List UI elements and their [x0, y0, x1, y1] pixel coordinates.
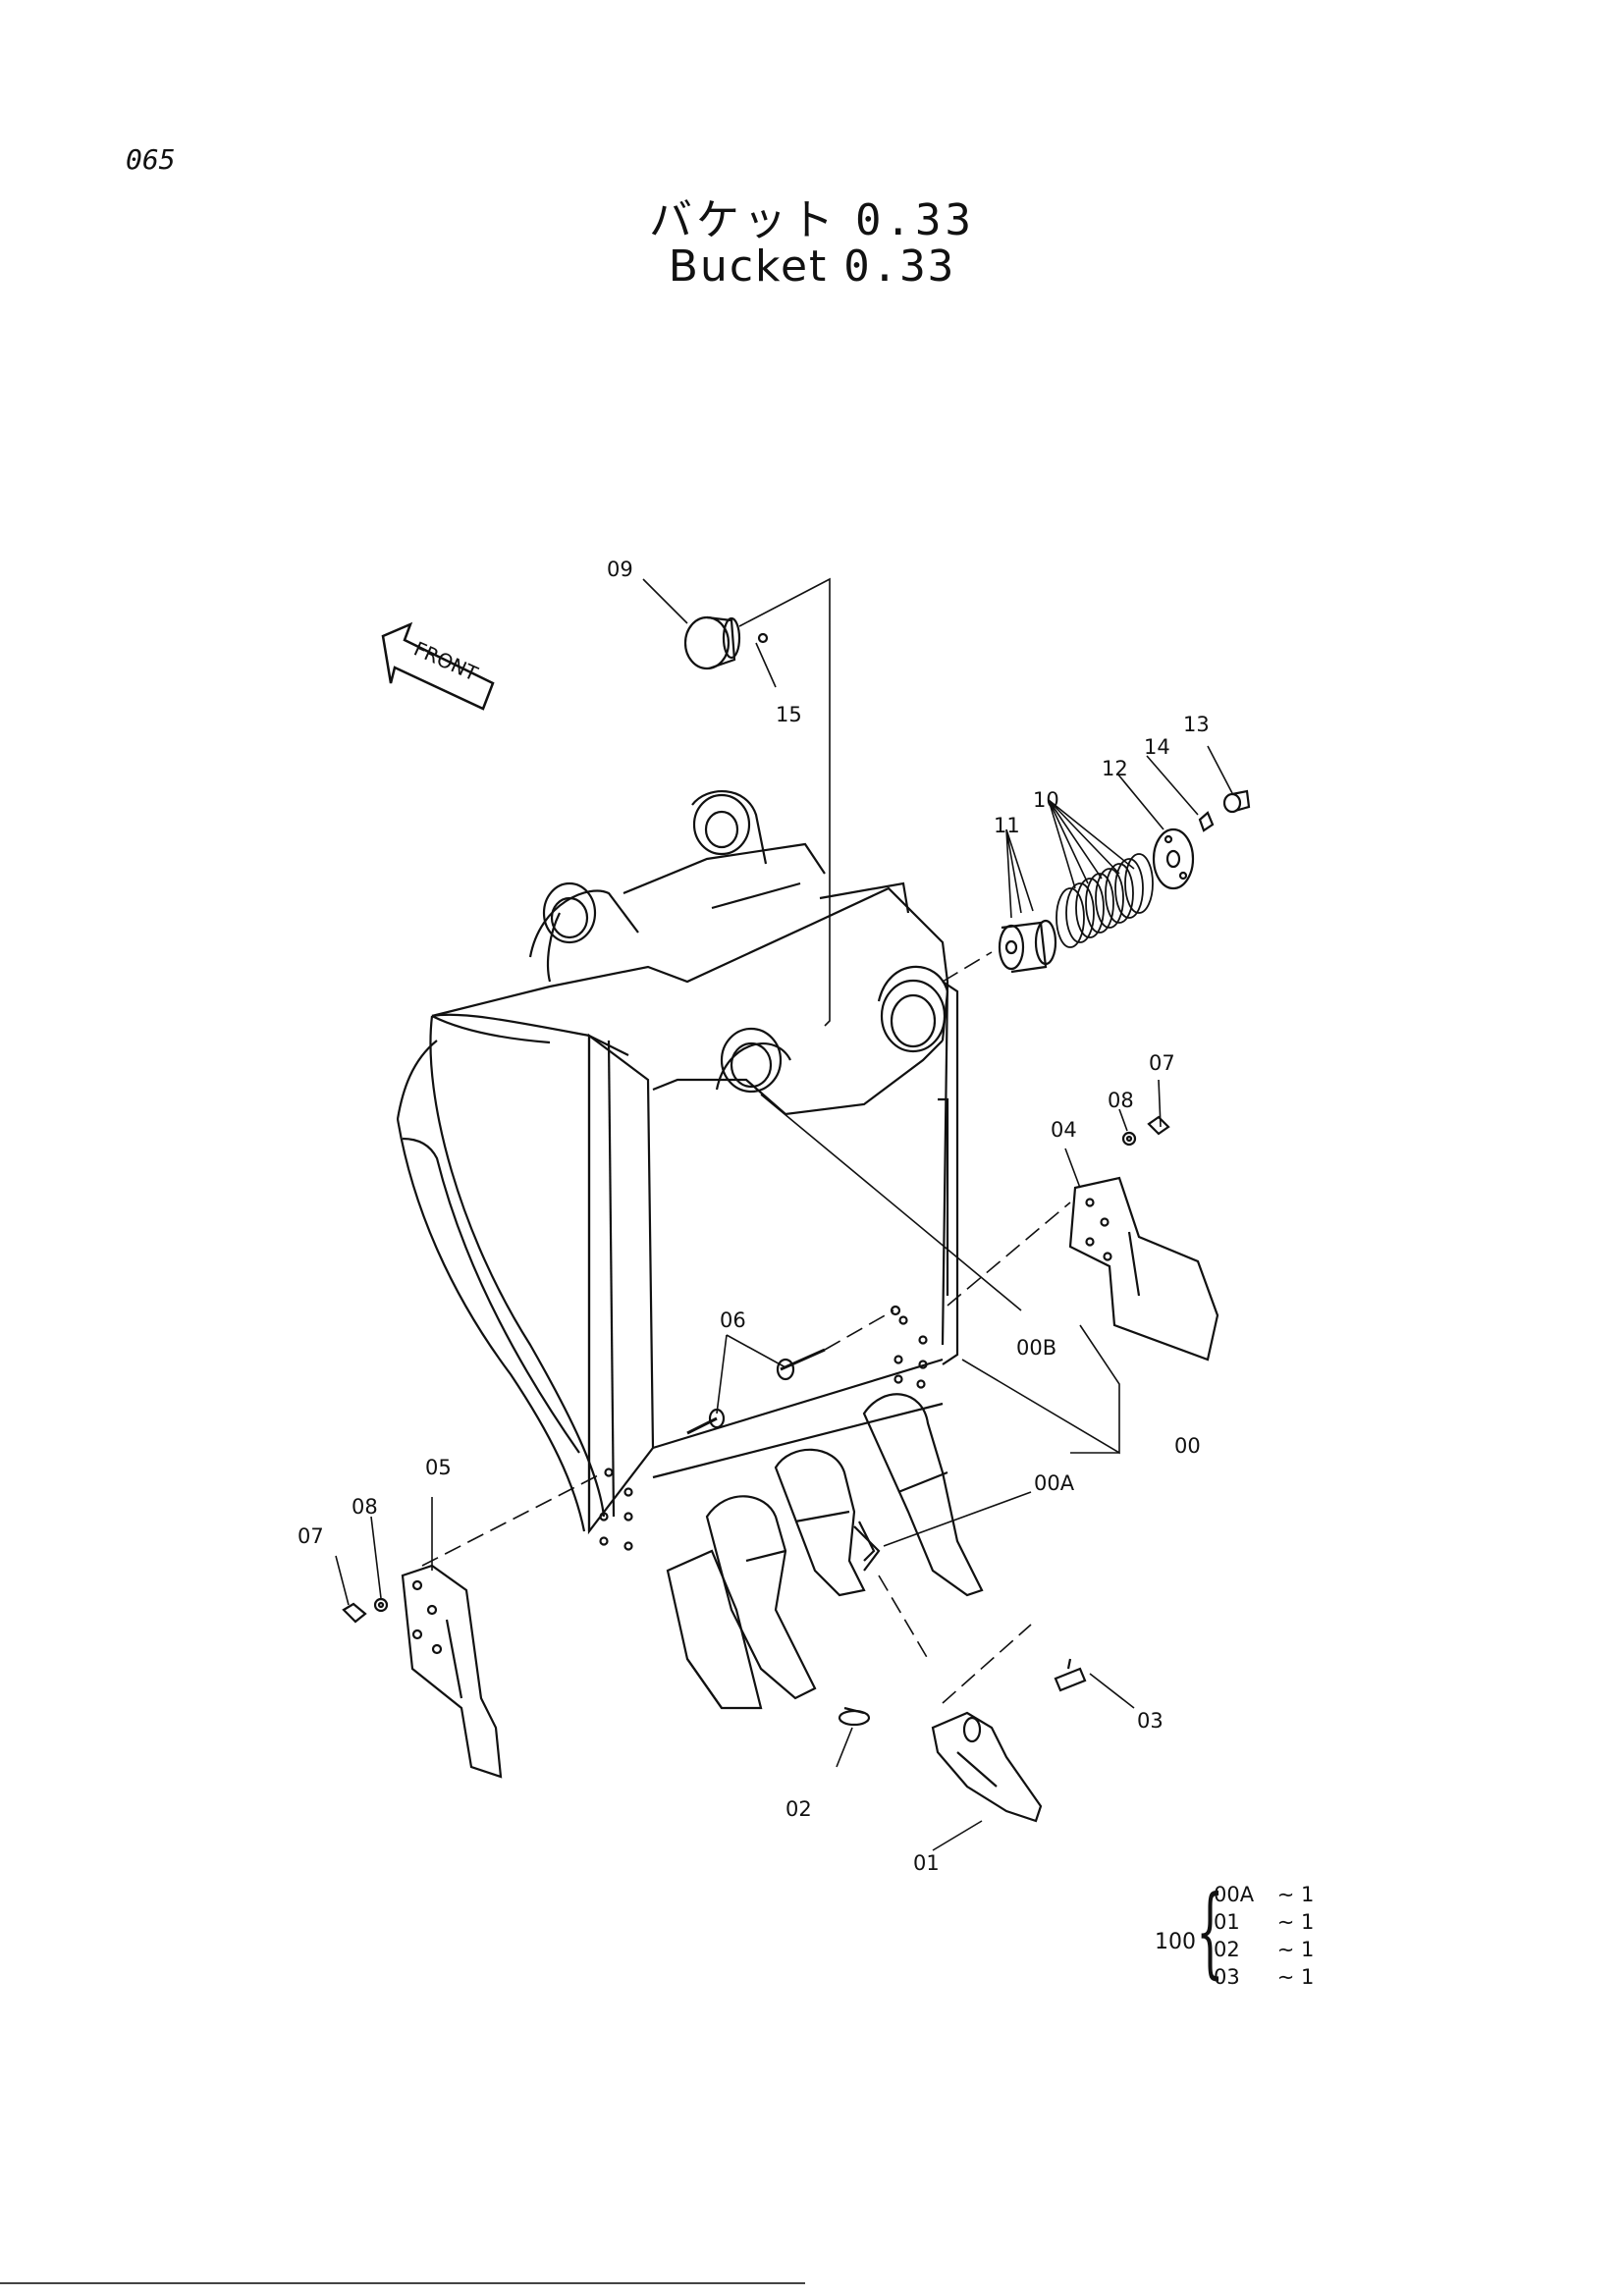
callout-02: 02	[785, 1797, 812, 1821]
row-code: 02	[1214, 1938, 1240, 1961]
callout-12: 12	[1102, 757, 1128, 780]
callout-05: 05	[425, 1456, 452, 1479]
front-arrow-icon: FRONT	[381, 621, 495, 711]
callout-07-left: 07	[298, 1524, 324, 1548]
callout-08-right: 08	[1108, 1089, 1134, 1112]
title-japanese: バケット 0.33	[0, 185, 1624, 247]
row-qty: ∼ 1	[1276, 1938, 1315, 1961]
assembly-row: 03 ∼ 1	[1214, 1965, 1314, 1993]
title-japanese-capacity: 0.33	[855, 195, 975, 245]
row-qty: ∼ 1	[1276, 1883, 1315, 1906]
title-english: Bucket 0.33	[0, 241, 1624, 292]
callout-13: 13	[1183, 713, 1210, 736]
brace-icon: {	[1196, 1874, 1224, 1989]
footer-rule	[0, 2282, 805, 2284]
callout-00A: 00A	[1034, 1471, 1075, 1495]
row-code: 01	[1214, 1910, 1240, 1934]
callout-10: 10	[1033, 788, 1059, 812]
row-code: 03	[1214, 1965, 1240, 1989]
assembly-row: 00A ∼ 1	[1214, 1883, 1314, 1910]
page-number: 065	[126, 143, 176, 176]
bushing-09	[683, 577, 831, 1027]
loose-parts	[838, 1575, 1087, 1823]
front-label: FRONT	[410, 637, 482, 686]
callout-00: 00	[1174, 1434, 1201, 1458]
row-qty: ∼ 1	[1276, 1965, 1315, 1989]
assembly-row: 02 ∼ 1	[1214, 1938, 1314, 1965]
bucket-body	[396, 790, 959, 1551]
row-qty: ∼ 1	[1276, 1910, 1315, 1934]
callout-04: 04	[1051, 1118, 1077, 1142]
side-cutter-right	[947, 1115, 1219, 1362]
callout-08-left: 08	[352, 1495, 378, 1519]
callout-09: 09	[607, 558, 633, 581]
callout-11: 11	[994, 814, 1020, 837]
callout-00B: 00B	[1016, 1336, 1056, 1360]
bolts-06	[686, 1305, 901, 1435]
assembly-rows: 00A ∼ 1 01 ∼ 1 02 ∼ 1 03 ∼ 1	[1214, 1883, 1314, 1993]
callout-14: 14	[1144, 735, 1170, 759]
callout-03: 03	[1137, 1709, 1164, 1733]
assembly-number: 100	[1155, 1930, 1196, 1954]
assembly-row: 01 ∼ 1	[1214, 1910, 1314, 1938]
side-cutter-left	[342, 1471, 605, 1779]
row-code: 00A	[1214, 1883, 1255, 1906]
callout-labels: 09 15 13 14 12 10 11 07 08 04 06 00B 00 …	[298, 558, 1210, 1875]
pin-bushing-assembly	[942, 789, 1251, 983]
title-english-text: Bucket	[668, 241, 829, 292]
callout-15: 15	[776, 703, 802, 726]
callout-01: 01	[913, 1851, 940, 1875]
callout-06: 06	[720, 1308, 746, 1332]
callout-07-right: 07	[1149, 1051, 1175, 1075]
title-japanese-text: バケット	[649, 195, 839, 245]
leader-lines	[335, 578, 1233, 1851]
bucket-teeth	[666, 1393, 984, 1710]
title-english-capacity: 0.33	[843, 241, 956, 292]
